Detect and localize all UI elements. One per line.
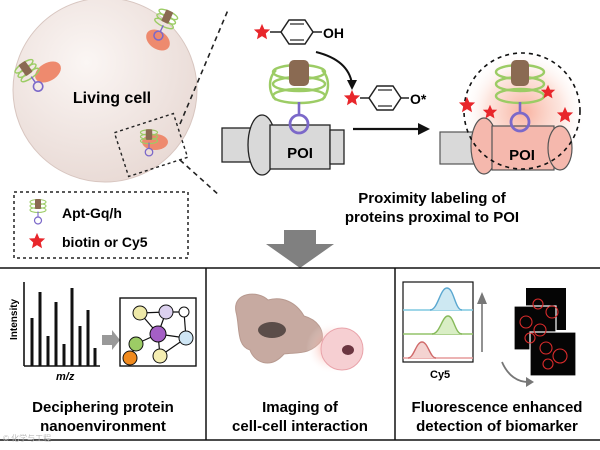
- living-cell-label: Living cell: [73, 90, 151, 107]
- poi-label-left: POI: [287, 145, 313, 162]
- ms-arrow: [102, 330, 120, 350]
- legend-star-icon: [28, 232, 46, 249]
- panel-mass-spec: Intensity m/z: [9, 282, 197, 435]
- cell-nucleus: [258, 322, 286, 338]
- partner-cell: [320, 327, 364, 371]
- poi-complex-right: POI: [439, 50, 586, 175]
- panel-cell-interaction: Imaging of cell-cell interaction: [232, 293, 368, 435]
- curved-arrow-head: [347, 80, 357, 90]
- poi-aptamer-right: [494, 60, 546, 133]
- fluor-x-label: Cy5: [430, 369, 450, 381]
- reaction-arrow-head: [418, 123, 430, 135]
- legend-box: Apt-Gq/h biotin or Cy5: [13, 191, 189, 259]
- ms-x-label: m/z: [56, 371, 75, 383]
- partner-nucleus: [342, 345, 354, 355]
- caption-line2: proteins proximal to POI: [345, 209, 519, 226]
- legend-aptamer-label: Apt-Gq/h: [62, 205, 122, 221]
- poi-aptamer-left: [268, 60, 330, 135]
- down-arrow: [266, 230, 334, 268]
- panel2-title-line2: cell-cell interaction: [232, 418, 368, 435]
- panel3-title-line2: detection of biomarker: [416, 418, 578, 435]
- poi-complex-left: POI: [221, 60, 345, 176]
- watermark: © 化学与工程: [3, 433, 51, 443]
- zoom-line: [179, 9, 229, 125]
- panel1-title-line1: Deciphering protein: [32, 399, 174, 416]
- legend-star-label: biotin or Cy5: [62, 234, 148, 250]
- panel3-title-line1: Fluorescence enhanced: [412, 399, 583, 416]
- panel2-title-line1: Imaging of: [262, 399, 339, 416]
- curved-arrow-bottom-head: [526, 377, 534, 387]
- ms-y-label: Intensity: [9, 298, 20, 340]
- stack-arrow-head: [477, 292, 487, 304]
- phenol-oh-label: OH: [323, 25, 344, 41]
- caption-line1: Proximity labeling of: [358, 190, 507, 207]
- zoom-box: [113, 112, 189, 178]
- labeling-radius: [463, 52, 581, 170]
- phenol-substrate: OH: [253, 19, 344, 45]
- zoom-line: [179, 159, 221, 197]
- legend-aptamer-icon: [29, 198, 47, 225]
- panel-fluorescence: Cy5 Fluorescence enhanced detection of b…: [402, 281, 583, 435]
- poi-label-right: POI: [509, 147, 535, 164]
- radical-label: O*: [410, 91, 427, 107]
- living-cell: Living cell: [12, 0, 198, 183]
- phenoxyl-radical: O*: [343, 85, 427, 111]
- membrane-patch: [35, 61, 61, 83]
- curved-arrow-bottom: [501, 361, 529, 383]
- panel1-title-line2: nanoenvironment: [40, 418, 166, 435]
